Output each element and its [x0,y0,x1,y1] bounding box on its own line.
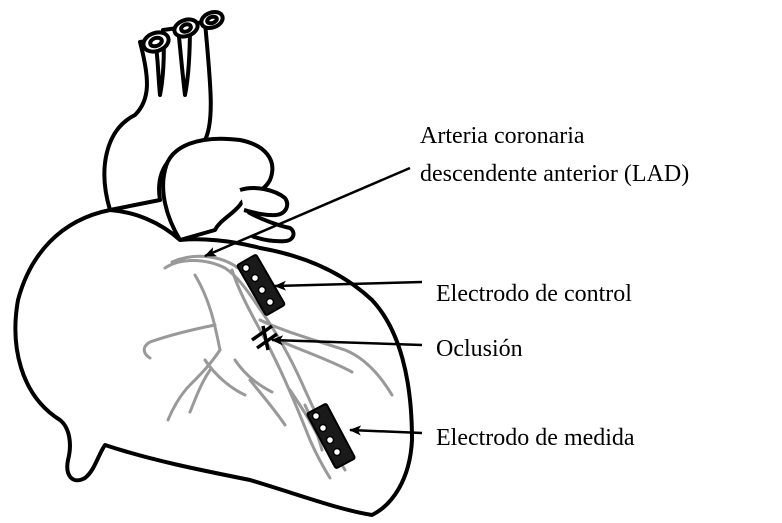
control-electrode-label: Electrodo de control [436,280,632,309]
heart-outline [15,210,412,515]
measure-electrode-label: Electrodo de medida [436,424,635,453]
occlusion-label: Oclusión [436,335,523,364]
lad-label-line1: Arteria coronaria [420,122,585,151]
lad-label-line2: descendente anterior (LAD) [420,160,689,189]
